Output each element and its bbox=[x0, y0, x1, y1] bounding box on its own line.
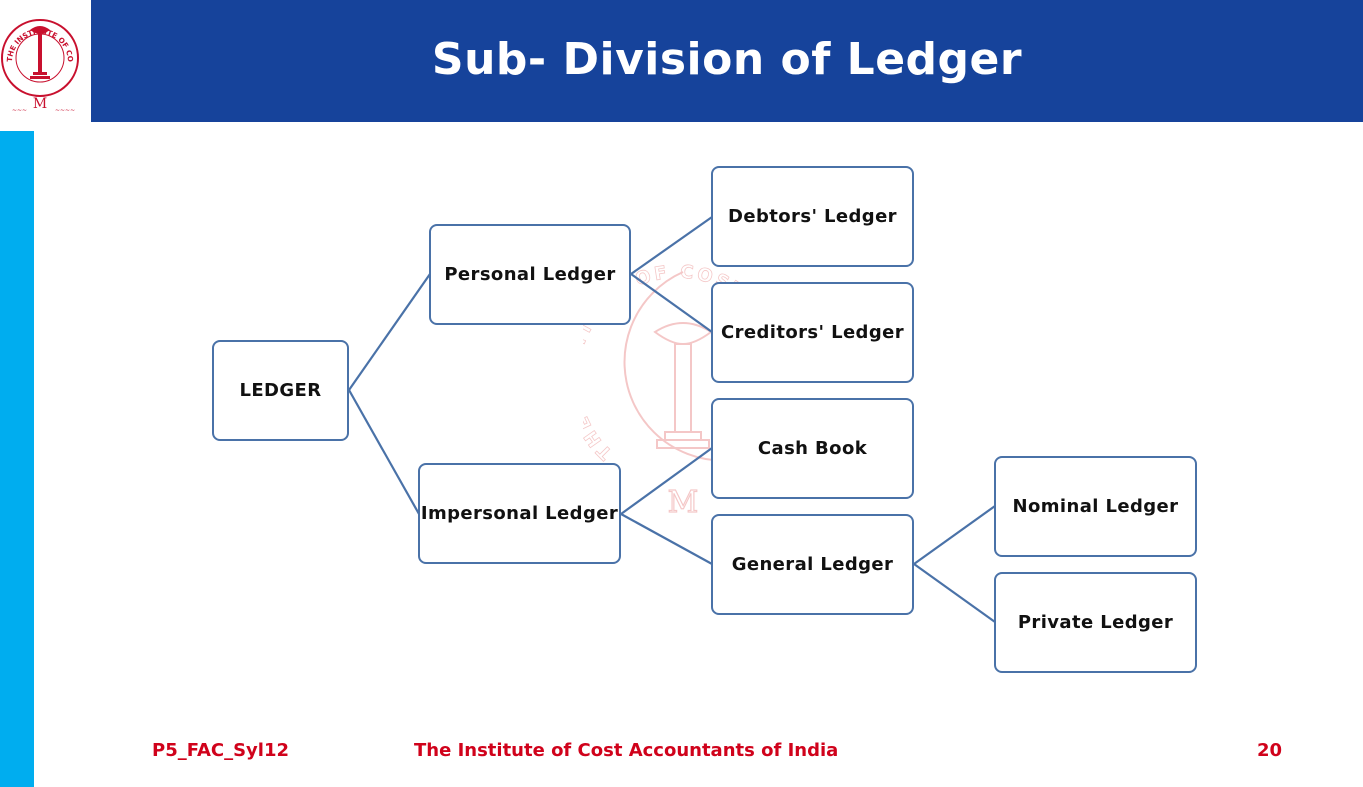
node-debtors-ledger-label: Debtors' Ledger bbox=[728, 206, 897, 227]
footer-course-code: P5_FAC_Syl12 bbox=[152, 740, 290, 761]
svg-text:M: M bbox=[668, 485, 699, 520]
node-creditors-ledger-label: Creditors' Ledger bbox=[720, 322, 905, 343]
footer-page-number: 20 bbox=[1256, 740, 1282, 761]
edge-general-nominal bbox=[913, 505, 996, 565]
footer-institute-name: The Institute of Cost Accountants of Ind… bbox=[414, 740, 839, 761]
node-nominal-ledger: Nominal Ledger bbox=[994, 456, 1197, 557]
node-ledger: LEDGER bbox=[212, 340, 349, 441]
edge-impersonal-general bbox=[620, 513, 713, 565]
node-cash-book-label: Cash Book bbox=[757, 438, 868, 459]
node-personal-ledger: Personal Ledger bbox=[429, 224, 631, 325]
left-accent-bar bbox=[0, 131, 34, 787]
svg-text:~~~: ~~~ bbox=[12, 107, 27, 114]
edge-personal-debtors bbox=[630, 216, 713, 275]
edge-personal-creditors bbox=[630, 273, 713, 333]
node-creditors-ledger: Creditors' Ledger bbox=[711, 282, 914, 383]
node-debtors-ledger: Debtors' Ledger bbox=[711, 166, 914, 267]
edge-impersonal-cashbook bbox=[620, 447, 713, 515]
edge-general-private bbox=[913, 563, 996, 623]
institute-seal-icon: THE INSTITUTE OF COST ACCOUNTANTS OF IND… bbox=[0, 0, 79, 114]
node-general-ledger: General Ledger bbox=[711, 514, 914, 615]
page-title: Sub- Division of Ledger bbox=[431, 34, 1023, 85]
node-private-ledger-label: Private Ledger bbox=[1017, 612, 1174, 633]
node-private-ledger: Private Ledger bbox=[994, 572, 1197, 673]
institute-logo: THE INSTITUTE OF COST ACCOUNTANTS OF IND… bbox=[0, 0, 91, 122]
edge-ledger-impersonal bbox=[348, 389, 420, 515]
node-general-ledger-label: General Ledger bbox=[731, 554, 894, 575]
svg-text:~~~~: ~~~~ bbox=[55, 107, 75, 114]
node-impersonal-ledger-label: Impersonal Ledger bbox=[420, 503, 619, 524]
node-ledger-label: LEDGER bbox=[239, 380, 322, 401]
node-nominal-ledger-label: Nominal Ledger bbox=[1012, 496, 1179, 517]
header-band bbox=[91, 0, 1363, 122]
node-personal-ledger-label: Personal Ledger bbox=[444, 264, 616, 285]
node-cash-book: Cash Book bbox=[711, 398, 914, 499]
svg-text:M: M bbox=[33, 96, 47, 112]
node-impersonal-ledger: Impersonal Ledger bbox=[418, 463, 621, 564]
edge-ledger-personal bbox=[348, 273, 431, 391]
